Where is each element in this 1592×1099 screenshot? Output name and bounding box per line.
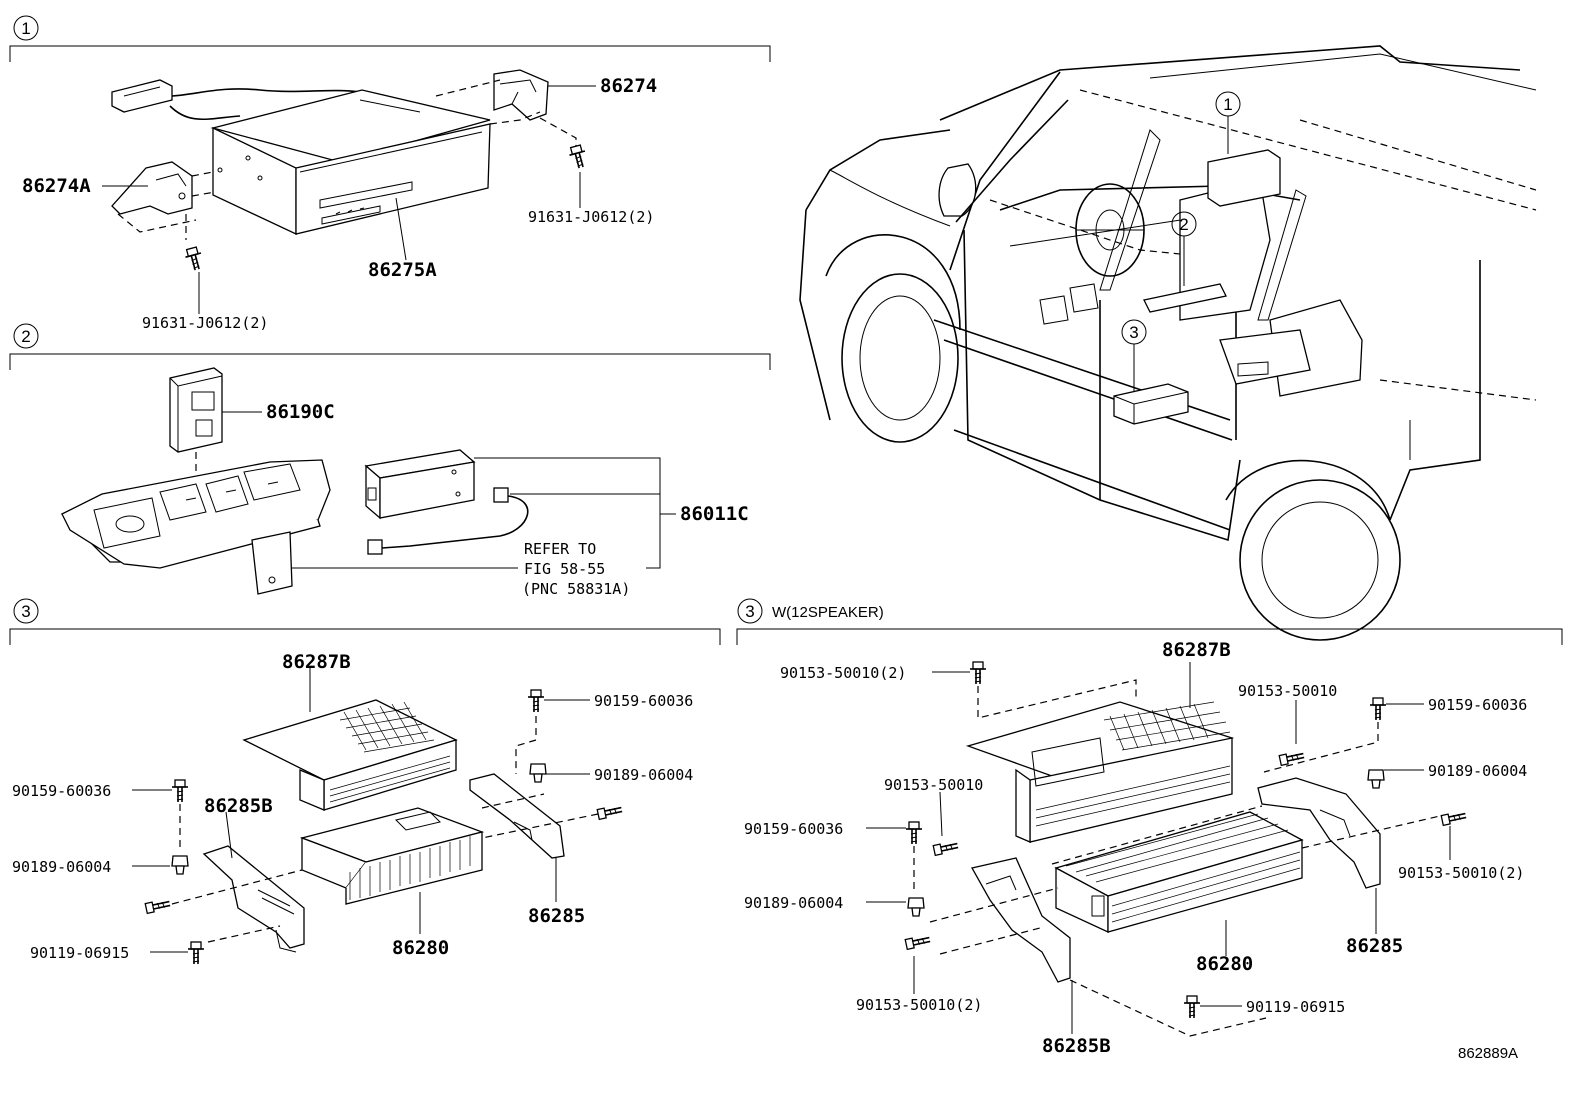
amplifier-86280-12spk xyxy=(1054,811,1304,934)
cd-changer-86275A xyxy=(210,89,491,236)
bolt-90159-60036-left-12spk xyxy=(905,821,923,845)
label-s4-90119-06915: 90119-06915 xyxy=(1246,998,1345,1016)
label-86274: 86274 xyxy=(600,75,657,97)
label-s4-86287B: 86287B xyxy=(1162,639,1231,661)
section-3-marker: 3 xyxy=(21,602,30,621)
cover-vent-grid-12spk xyxy=(1103,701,1231,751)
nut-90189-06004-left xyxy=(171,855,189,875)
nut-90189-06004-right-12spk xyxy=(1367,769,1385,789)
label-86274A: 86274A xyxy=(22,175,91,197)
section-2-header: 2 xyxy=(9,323,771,370)
console-bracket xyxy=(251,531,293,595)
amplifier-86280 xyxy=(299,807,485,905)
label-s3-86280: 86280 xyxy=(392,937,449,959)
vehicle-marker-1: 1 xyxy=(1223,95,1232,114)
label-91631-J0612-left: 91631-J0612(2) xyxy=(142,314,268,332)
section-3-header: 3 xyxy=(9,598,721,645)
nut-90189-06004-right xyxy=(529,763,547,783)
bracket-86285B xyxy=(202,845,305,953)
label-refer-line2: FIG 58-55 xyxy=(524,560,605,578)
bolt-90153-50010-top-left xyxy=(969,661,987,685)
label-s4-90153-50010-2-top: 90153-50010(2) xyxy=(780,664,906,682)
section-1-header: 1 xyxy=(9,15,771,62)
label-s4-90189-06004-left: 90189-06004 xyxy=(744,894,843,912)
bolt-90119-06915-12spk xyxy=(1183,995,1201,1019)
bolt-90159-60036-right-12spk xyxy=(1369,697,1387,721)
label-86190C: 86190C xyxy=(266,401,335,423)
label-s4-90159-60036-left: 90159-60036 xyxy=(744,820,843,838)
label-s4-86280: 86280 xyxy=(1196,953,1253,975)
label-s4-86285: 86285 xyxy=(1346,935,1403,957)
bolt-side-left xyxy=(144,897,172,915)
section-4-drawing: 90153-50010(2) 86287B 90153-50010 90159-… xyxy=(744,639,1527,1057)
section-3-drawing: 86287B 90159-60036 90189-06004 90159-600… xyxy=(12,651,693,965)
label-s4-90189-06004-right: 90189-06004 xyxy=(1428,762,1527,780)
bolt-90153-50010-mid xyxy=(1278,749,1306,767)
bolt-90153-50010-right xyxy=(1440,809,1468,827)
wire-harness xyxy=(367,487,529,555)
section-1-drawing: 86274 86274A 86275A 91631-J0612(2) 91631… xyxy=(22,69,657,332)
bracket-86274A xyxy=(111,161,193,215)
bracket-86285-12spk xyxy=(1257,777,1381,889)
label-s3-90189-06004-right: 90189-06004 xyxy=(594,766,693,784)
label-s4-90159-60036-right: 90159-60036 xyxy=(1428,696,1527,714)
vehicle-illustration: 1 2 3 xyxy=(799,45,1537,641)
bolt-90159-60036-left xyxy=(171,779,189,803)
label-refer-line1: REFER TO xyxy=(524,540,596,558)
label-s4-90153-50010-left: 90153-50010 xyxy=(884,776,983,794)
bolt-90119-06915 xyxy=(187,941,205,965)
label-86011C: 86011C xyxy=(680,503,749,525)
bolt-90159-60036-right xyxy=(527,689,545,713)
label-s3-90159-60036-left: 90159-60036 xyxy=(12,782,111,800)
nut-90189-06004-left-12spk xyxy=(907,897,925,917)
cover-86287B-12spk xyxy=(965,701,1235,843)
console-panel xyxy=(60,459,331,569)
label-s3-90159-60036-right: 90159-60036 xyxy=(594,692,693,710)
section-1-marker: 1 xyxy=(21,19,30,38)
vehicle-marker-3: 3 xyxy=(1129,323,1138,342)
label-s4-90153-50010-2-bottom: 90153-50010(2) xyxy=(856,996,982,1014)
section-4-header: 3 W(12SPEAKER) xyxy=(736,598,1563,645)
bolt-90153-50010-bottom-left xyxy=(904,933,932,951)
bolt-91631-J0612-left xyxy=(182,245,206,273)
label-s3-86285B: 86285B xyxy=(204,795,273,817)
label-s4-90153-50010-mid: 90153-50010 xyxy=(1238,682,1337,700)
wire-connector xyxy=(111,79,361,121)
bolt-side-right xyxy=(596,803,624,821)
section-4-marker: 3 xyxy=(745,602,754,621)
switch-86190C xyxy=(169,367,223,453)
label-s4-90153-50010-2-right: 90153-50010(2) xyxy=(1398,864,1524,882)
label-s4-86285B: 86285B xyxy=(1042,1035,1111,1057)
label-s3-90189-06004-left: 90189-06004 xyxy=(12,858,111,876)
section-4-note: W(12SPEAKER) xyxy=(772,604,884,621)
module-86011C xyxy=(364,449,476,520)
label-s3-86285: 86285 xyxy=(528,905,585,927)
label-refer-line3: (PNC 58831A) xyxy=(522,580,630,598)
bolt-91631-J0612-right xyxy=(566,143,590,171)
bracket-86285B-12spk xyxy=(971,857,1071,983)
bolt-90153-50010-left xyxy=(932,839,960,857)
vehicle-marker-2: 2 xyxy=(1179,215,1188,234)
section-2-marker: 2 xyxy=(21,327,30,346)
label-s3-90119-06915: 90119-06915 xyxy=(30,944,129,962)
section-2-drawing: 86190C 86011C REFER TO FIG 58-55 (PNC 58… xyxy=(60,367,749,598)
cover-86287B xyxy=(242,699,458,811)
label-86275A: 86275A xyxy=(368,259,437,281)
label-s3-86287B: 86287B xyxy=(282,651,351,673)
label-91631-J0612-right: 91631-J0612(2) xyxy=(528,208,654,226)
figure-id: 862889A xyxy=(1458,1045,1518,1062)
cover-vent-grid xyxy=(329,701,451,803)
bracket-86285 xyxy=(469,773,565,859)
bracket-86274 xyxy=(493,69,549,121)
